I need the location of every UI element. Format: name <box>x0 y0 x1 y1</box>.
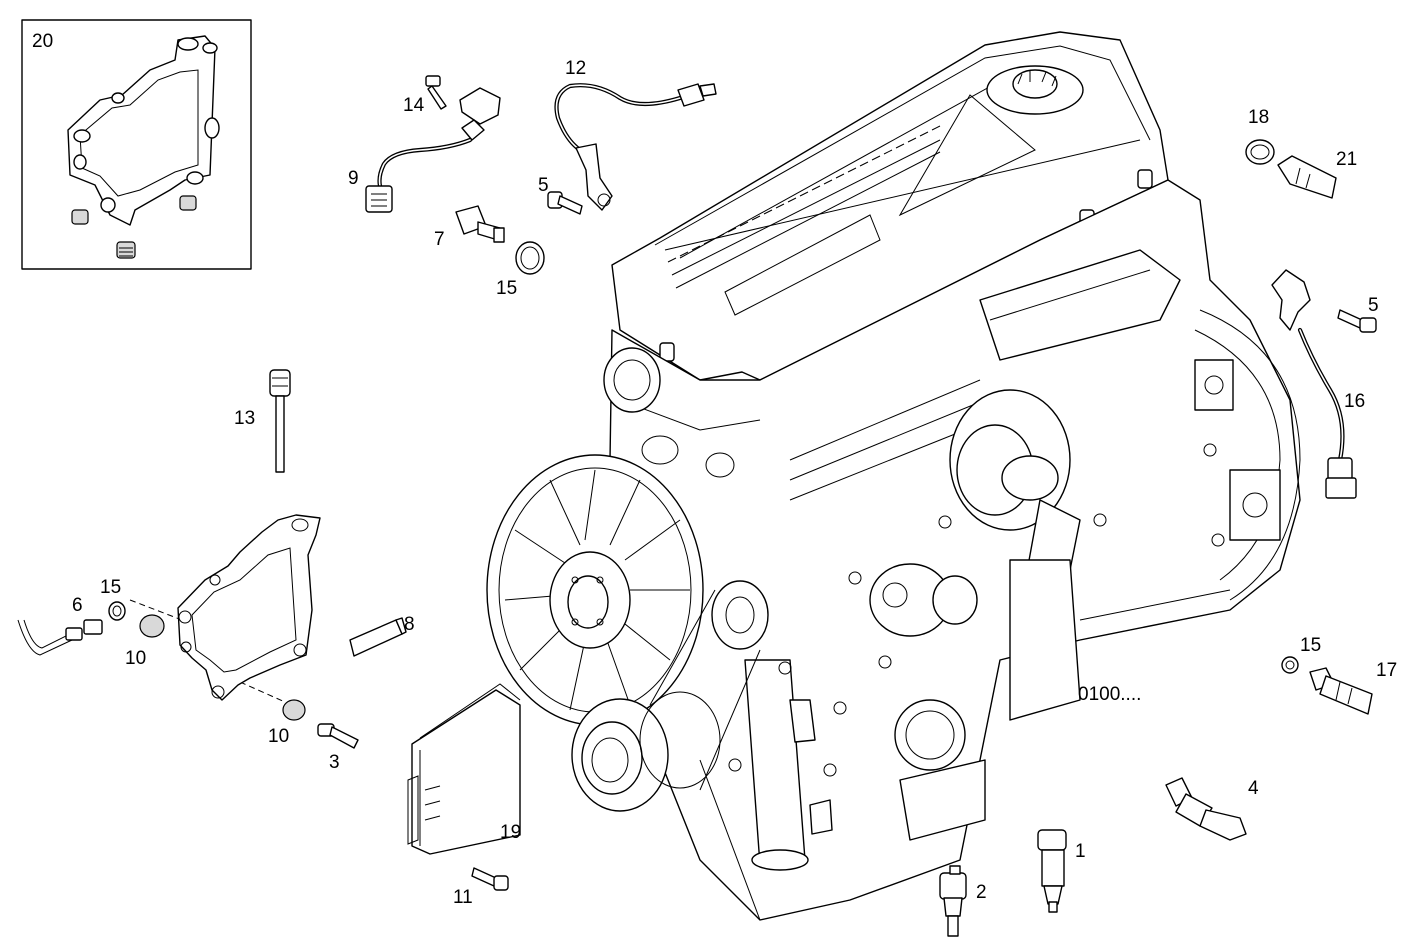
callout-18: 18 <box>1248 107 1269 128</box>
callout-2: 2 <box>976 882 987 903</box>
callout-labels: 20 14 12 9 5 7 15 18 21 5 16 13 6 15 10 … <box>32 31 1397 908</box>
seal-ring-icon <box>108 601 126 621</box>
ecu-control-unit <box>407 683 521 855</box>
screw-icon <box>471 867 509 891</box>
plug-icon <box>71 195 197 259</box>
callout-14: 14 <box>403 95 425 116</box>
crankshaft-pulley <box>571 580 769 812</box>
callout-11: 11 <box>453 887 473 908</box>
screw-icon <box>425 75 447 110</box>
oil-filler-cap <box>986 65 1084 115</box>
callout-10-lower: 10 <box>268 726 289 747</box>
sensor-icon <box>455 205 505 243</box>
screw-icon <box>1337 309 1377 333</box>
sensor-icon <box>1165 777 1247 841</box>
callout-20: 20 <box>32 31 53 52</box>
sensor-icon <box>939 865 967 937</box>
callout-1: 1 <box>1075 841 1086 862</box>
sensor-icon <box>1277 155 1337 199</box>
engine-code-label: 0100.... <box>1078 684 1141 705</box>
callout-5-right: 5 <box>1368 295 1379 316</box>
engine-assembly <box>486 31 1301 921</box>
callout-10: 10 <box>125 648 146 669</box>
pipe-icon <box>17 619 103 656</box>
seal-ring-icon <box>515 241 545 275</box>
sensor-with-cable-part-16 <box>1271 269 1357 499</box>
vent-slats <box>667 125 941 289</box>
callout-21: 21 <box>1336 149 1357 170</box>
callout-9: 9 <box>348 168 359 189</box>
plug-icon <box>139 614 306 721</box>
callout-6: 6 <box>72 595 83 616</box>
sensor-with-cable-part-9 <box>365 87 501 213</box>
callout-5: 5 <box>538 175 549 196</box>
bolt-heads <box>728 443 1225 777</box>
callout-8: 8 <box>404 614 415 635</box>
sensor-icon <box>1037 829 1067 913</box>
sensor-icon <box>1309 667 1373 715</box>
sensor-with-cable-part-12 <box>554 83 717 211</box>
callout-7: 7 <box>434 229 445 250</box>
screw-icon <box>317 723 359 749</box>
screw-icon <box>547 191 583 215</box>
cooling-fan <box>486 454 704 726</box>
callout-3: 3 <box>329 752 340 773</box>
inset-box-part-20 <box>21 19 252 270</box>
callout-16: 16 <box>1344 391 1365 412</box>
oil-cooler-plate <box>177 514 321 701</box>
callout-15-right: 15 <box>1300 635 1321 656</box>
callout-17: 17 <box>1376 660 1397 681</box>
seal-ring-icon <box>1245 139 1275 165</box>
seal-ring-icon <box>1281 656 1299 674</box>
callout-13: 13 <box>234 408 255 429</box>
callout-15-left: 15 <box>100 577 121 598</box>
callout-12: 12 <box>565 58 586 79</box>
callout-15: 15 <box>496 278 517 299</box>
callout-4: 4 <box>1248 778 1259 799</box>
rubber-pad-icon <box>349 617 407 657</box>
callout-19: 19 <box>500 822 521 843</box>
dipstick-icon <box>269 369 291 473</box>
